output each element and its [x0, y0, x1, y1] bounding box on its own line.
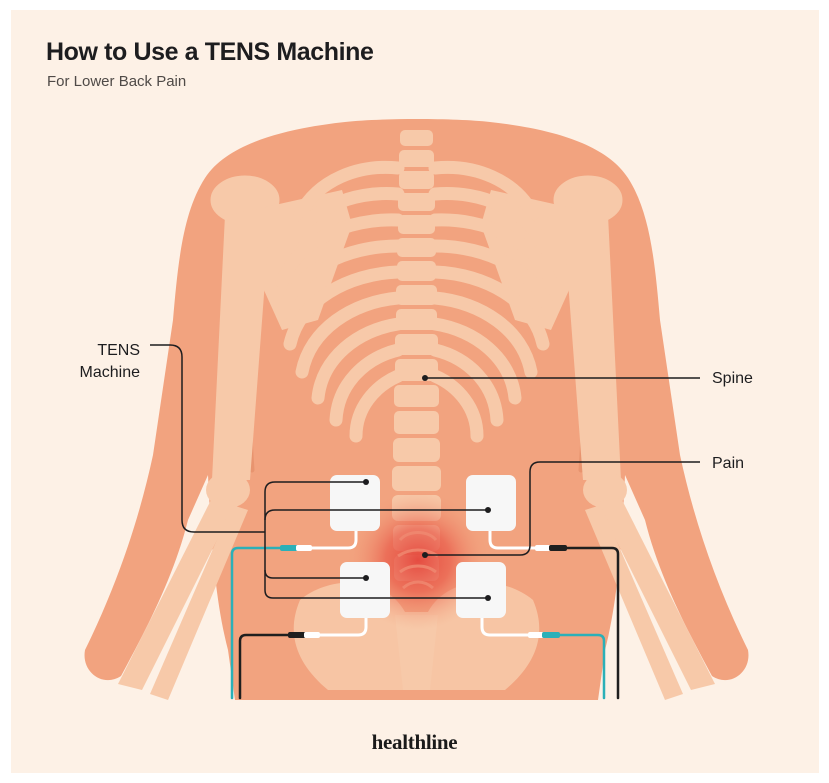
- electrode-pad-lower-left: [340, 562, 390, 618]
- tens-machine-label: TENS Machine: [40, 340, 140, 384]
- tens-label-line2: Machine: [40, 362, 140, 384]
- brand-logo: healthline: [0, 730, 829, 755]
- pain-label: Pain: [712, 455, 744, 473]
- page-title: How to Use a TENS Machine: [46, 38, 374, 67]
- spine-label: Spine: [712, 370, 753, 388]
- tens-label-line1: TENS: [40, 340, 140, 362]
- page-subtitle: For Lower Back Pain: [47, 73, 186, 90]
- electrode-pad-upper-left: [330, 475, 380, 531]
- electrode-pad-lower-right: [456, 562, 506, 618]
- electrode-pad-upper-right: [466, 475, 516, 531]
